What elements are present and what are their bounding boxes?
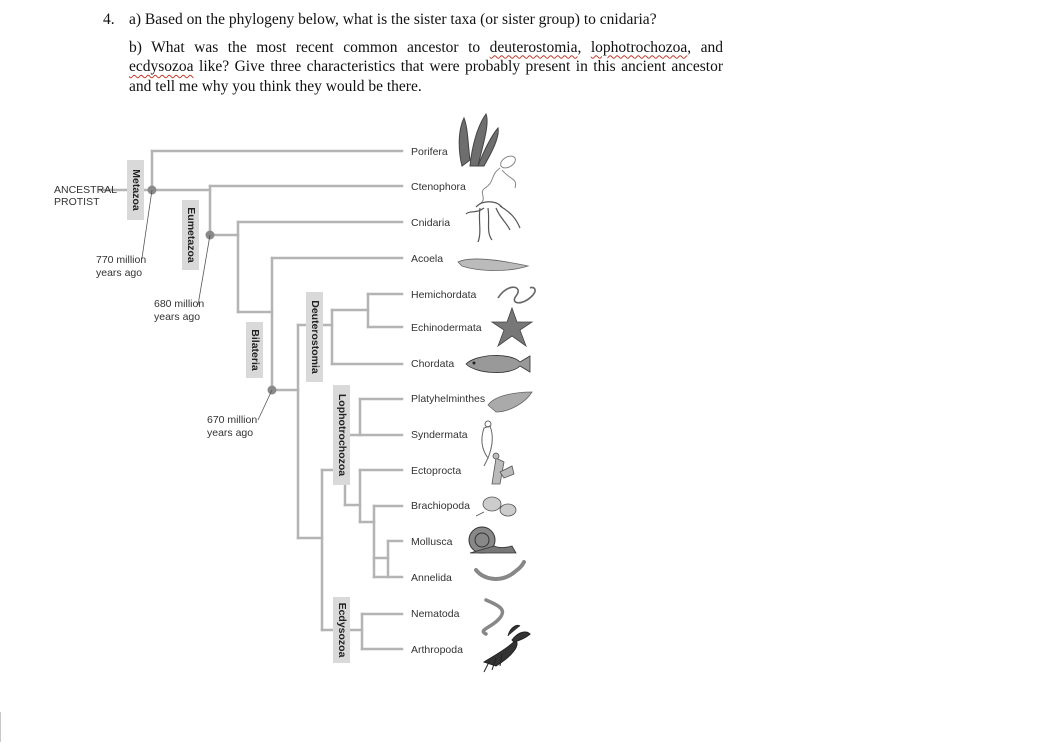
svg-text:Metazoa: Metazoa bbox=[130, 169, 142, 211]
taxon-mollusca: Mollusca bbox=[411, 536, 453, 548]
taxon-annelida: Annelida bbox=[411, 572, 452, 584]
taxon-nematoda: Nematoda bbox=[411, 608, 460, 620]
root-label: ANCESTRAL PROTIST bbox=[54, 184, 117, 208]
svg-text:Eumetazoa: Eumetazoa bbox=[185, 207, 197, 263]
root-label-line1: ANCESTRAL bbox=[54, 184, 117, 196]
taxon-echinodermata: Echinodermata bbox=[411, 322, 482, 334]
question-block: 4. a) Based on the phylogeny below, what… bbox=[103, 10, 723, 96]
taxon-hemichordata: Hemichordata bbox=[411, 289, 477, 301]
part-b-term-deuterostomia: deuterostomia bbox=[489, 38, 578, 56]
date-670-line1: 670 million bbox=[207, 414, 257, 426]
bryozoan-icon bbox=[491, 452, 515, 485]
clade-label-lophotrochozoa: Lophotrochozoa bbox=[333, 385, 350, 485]
date-670-line2: years ago bbox=[207, 427, 253, 439]
part-b-prefix: b) What was the most recent common ances… bbox=[129, 38, 490, 56]
clade-label-bilateria: Bilateria bbox=[246, 322, 263, 378]
part-b-term-ecdysozoa: ecdysozoa bbox=[129, 58, 194, 75]
part-b-suffix: like? Give three characteristics that we… bbox=[129, 58, 723, 95]
planarian-icon bbox=[487, 391, 533, 413]
taxon-acoela: Acoela bbox=[411, 253, 443, 265]
date-notes: 770 million years ago 680 million years … bbox=[96, 254, 257, 439]
part-b-sep2: , and bbox=[687, 38, 723, 56]
question-number: 4. bbox=[103, 11, 115, 28]
lobster-icon bbox=[482, 625, 531, 673]
rotifer-icon bbox=[481, 420, 493, 467]
svg-text:Bilateria: Bilateria bbox=[249, 329, 261, 371]
organism-illustrations bbox=[457, 112, 536, 673]
jellyfish-icon bbox=[465, 201, 521, 243]
question-part-b: b) What was the most recent common ances… bbox=[129, 38, 723, 97]
lamp-shell-icon bbox=[475, 496, 517, 517]
date-770-line2: years ago bbox=[96, 267, 142, 279]
page-edge-marker bbox=[0, 712, 1, 742]
svg-text:Lophotrochozoa: Lophotrochozoa bbox=[336, 394, 348, 476]
taxon-cnidaria: Cnidaria bbox=[411, 217, 450, 229]
svg-text:Deuterostomia: Deuterostomia bbox=[309, 300, 321, 374]
taxon-ctenophora: Ctenophora bbox=[411, 181, 466, 193]
part-b-term-lophotrochozoa: lophotrochozoa bbox=[590, 38, 688, 56]
taxon-labels: Porifera Ctenophora Cnidaria Acoela Hemi… bbox=[411, 146, 485, 656]
earthworm-icon bbox=[474, 560, 526, 581]
taxon-brachiopoda: Brachiopoda bbox=[411, 500, 470, 512]
comb-jelly-icon bbox=[479, 155, 517, 205]
tree-branches bbox=[98, 149, 404, 651]
clade-label-deuterostomia: Deuterostomia bbox=[306, 292, 323, 382]
taxon-arthropoda: Arthropoda bbox=[411, 644, 463, 656]
starfish-icon bbox=[490, 306, 534, 348]
part-a-text: a) Based on the phylogeny below, what is… bbox=[129, 11, 657, 28]
clade-label-ecdysozoa: Ecdysozoa bbox=[333, 597, 350, 663]
taxon-porifera: Porifera bbox=[411, 146, 448, 158]
clade-label-metazoa: Metazoa bbox=[127, 160, 144, 220]
date-680-line1: 680 million bbox=[154, 298, 204, 310]
part-b-sep1: , bbox=[577, 38, 591, 56]
flatworm-acoela-icon bbox=[457, 258, 530, 271]
taxon-syndermata: Syndermata bbox=[411, 429, 468, 441]
root-label-line2: PROTIST bbox=[54, 196, 100, 208]
snail-icon bbox=[468, 526, 517, 554]
roundworm-icon bbox=[481, 598, 505, 636]
date-leaders bbox=[141, 189, 273, 421]
taxon-chordata: Chordata bbox=[411, 358, 454, 370]
acorn-worm-icon bbox=[497, 286, 536, 304]
sponge-icon bbox=[458, 112, 499, 167]
question-part-a: 4. a) Based on the phylogeny below, what… bbox=[103, 10, 723, 30]
taxon-platyhelminthes: Platyhelminthes bbox=[411, 393, 485, 405]
taxon-ectoprocta: Ectoprocta bbox=[411, 465, 461, 477]
svg-text:Ecdysozoa: Ecdysozoa bbox=[336, 603, 348, 658]
clade-label-eumetazoa: Eumetazoa bbox=[182, 200, 199, 270]
fish-icon bbox=[465, 355, 531, 373]
date-680-line2: years ago bbox=[154, 311, 200, 323]
date-770-line1: 770 million bbox=[96, 254, 146, 266]
